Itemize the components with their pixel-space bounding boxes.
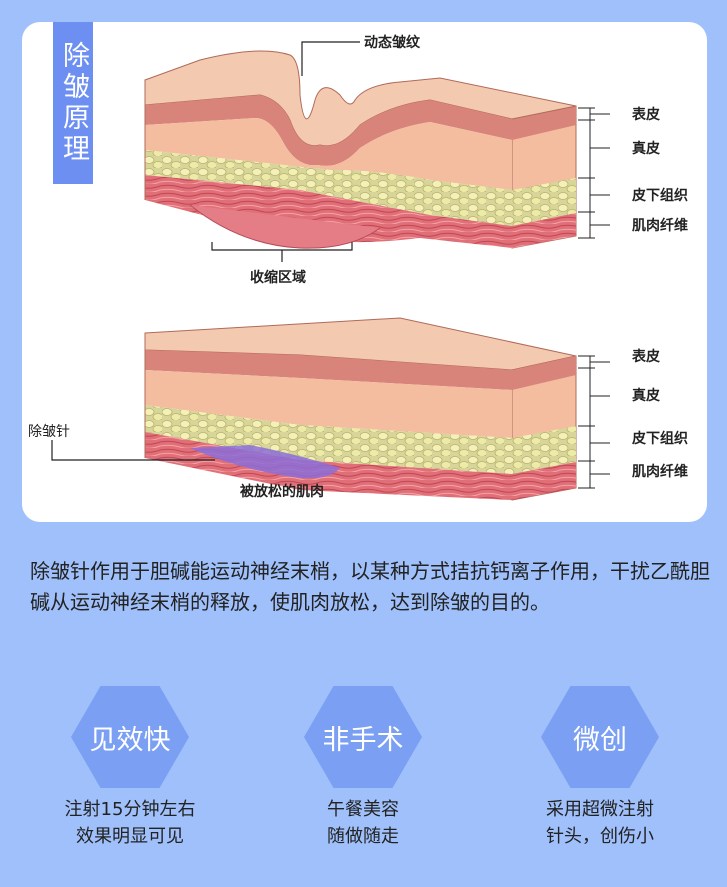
feature-nonsurgical-line1: 午餐美容	[327, 799, 399, 820]
feature-nonsurgical-badge: 非手术	[304, 686, 422, 788]
layer-brackets-bottom	[578, 355, 610, 489]
skin-diagram: 动态皱纹 收缩区域 表皮 真皮 皮下组织 肌肉纤维 除皱针 被放松的肌肉	[28, 34, 688, 501]
layer-brackets-top	[578, 107, 610, 239]
contraction-label: 收缩区域	[250, 269, 306, 286]
feature-nonsurgical: 非手术 午餐美容 随做随走	[273, 686, 453, 850]
section-title: 除皱原理	[58, 41, 89, 165]
layer-dermis-bottom: 真皮	[632, 387, 660, 404]
feature-minimally-invasive-line1: 采用超微注射	[546, 799, 654, 820]
needle-label: 除皱针	[28, 424, 70, 440]
layer-muscle-top: 肌肉纤维	[632, 217, 688, 234]
description-text: 除皱针作用于胆碱能运动神经末梢，以某种方式拮抗钙离子作用，干扰乙酰胆碱从运动神经…	[30, 559, 710, 614]
feature-fast-badge: 见效快	[71, 686, 189, 788]
skin-block-top	[144, 50, 577, 249]
feature-fast-line1: 注射15分钟左右	[64, 799, 196, 820]
layer-epidermis-bottom: 表皮	[631, 348, 660, 365]
layer-muscle-bottom: 肌肉纤维	[632, 463, 688, 480]
feature-minimally-invasive: 微创 采用超微注射 针头，创伤小	[510, 686, 690, 850]
section-title-tag: 除皱原理	[53, 22, 93, 184]
layer-subcutaneous-top: 皮下组织	[631, 187, 688, 204]
layer-epidermis-top: 表皮	[631, 106, 660, 123]
feature-minimally-invasive-badge: 微创	[541, 686, 659, 788]
layer-subcutaneous-bottom: 皮下组织	[631, 430, 688, 447]
feature-fast: 见效快 注射15分钟左右 效果明显可见	[40, 686, 220, 850]
relaxed-muscle-label: 被放松的肌肉	[240, 483, 324, 500]
feature-nonsurgical-line2: 随做随走	[327, 826, 399, 847]
skin-block-bottom	[144, 317, 577, 501]
layer-dermis-top: 真皮	[632, 140, 660, 157]
feature-fast-line2: 效果明显可见	[76, 826, 184, 847]
feature-minimally-invasive-line2: 针头，创伤小	[546, 826, 654, 847]
wrinkle-label: 动态皱纹	[364, 34, 421, 51]
